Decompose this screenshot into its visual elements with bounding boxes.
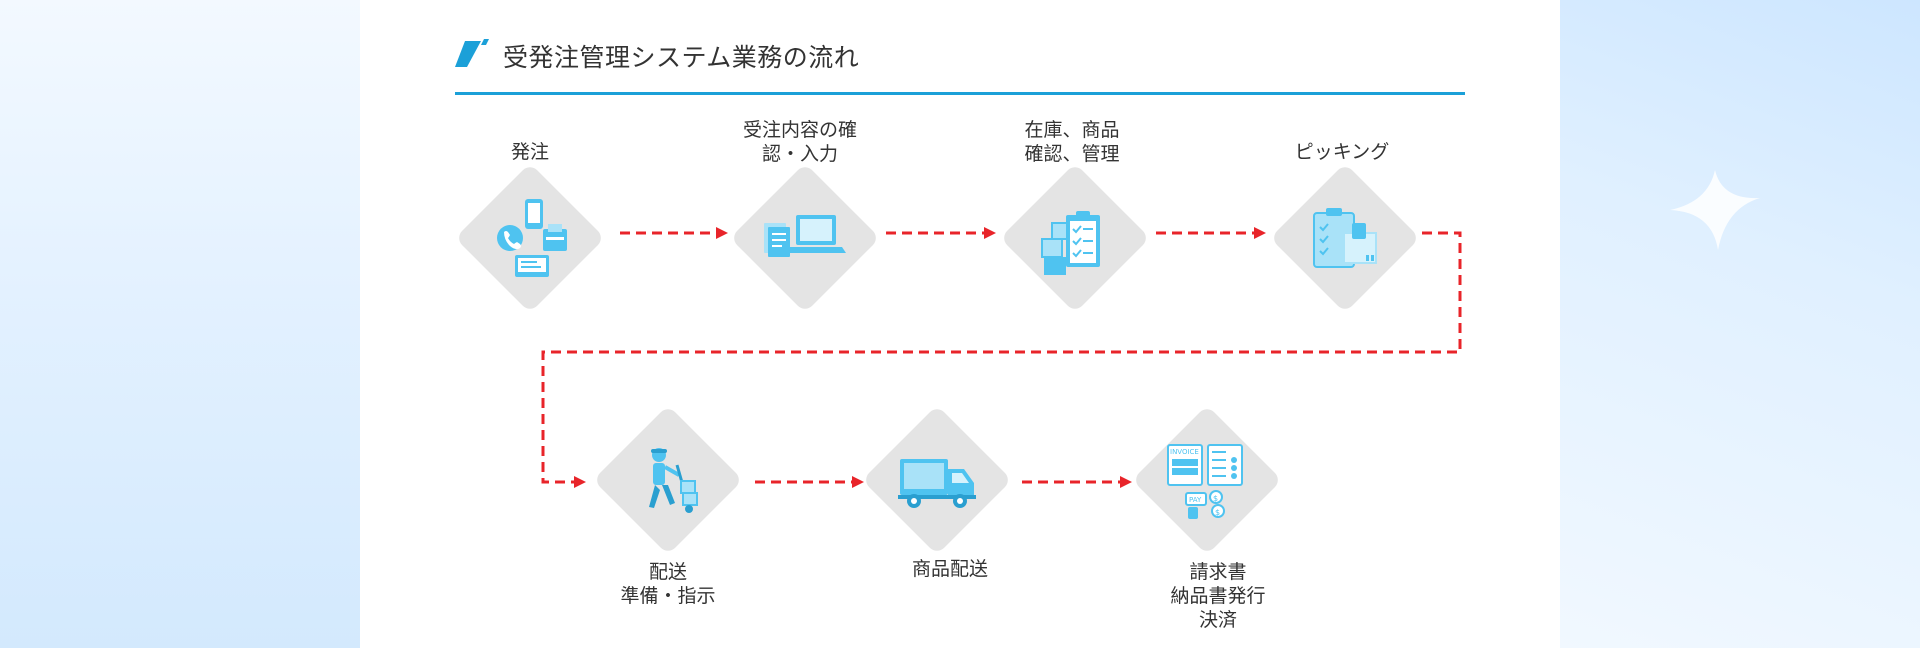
pay-icon-text: PAY [1189, 496, 1202, 504]
step-label-delivery-prep: 配送 準備・指示 [620, 561, 716, 607]
step-label-inventory: 在庫、商品 確認、管理 [1024, 119, 1120, 165]
step-label-shipping: 商品配送 [911, 558, 988, 580]
order-channels-icon [497, 199, 567, 277]
step-shipping [862, 405, 1012, 555]
sparkle-icon [1670, 170, 1760, 250]
title-mark-icon [455, 39, 489, 67]
documents-laptop-icon [764, 215, 846, 257]
background-left [0, 0, 360, 648]
arrowhead-5 [852, 476, 864, 488]
step-invoice: INVOICE PAY $ $ [1132, 405, 1282, 555]
page-title: 受発注管理システム業務の流れ [503, 43, 860, 72]
arrowhead-6 [1120, 476, 1132, 488]
arrowhead-1 [716, 227, 728, 239]
background-right [1560, 0, 1920, 648]
step-delivery-prep [593, 405, 743, 555]
title-divider [455, 92, 1465, 95]
step-label-entry: 受注内容の確 認・入力 [742, 119, 857, 165]
section-header: 受発注管理システム業務の流れ [455, 34, 1465, 74]
step-order [455, 163, 605, 313]
step-label-invoice: 請求書 納品書発行 決済 [1170, 561, 1266, 631]
step-label-order: 発注 [510, 141, 549, 163]
coin-icon-text-1: $ [1213, 494, 1218, 503]
inventory-checklist-icon [1041, 211, 1100, 275]
step-inventory [1000, 163, 1150, 313]
arrowhead-3 [1254, 227, 1266, 239]
content-panel: 受発注管理システム業務の流れ 発注 [360, 0, 1560, 648]
step-entry [730, 163, 880, 313]
flow-connectors [541, 227, 1462, 488]
coin-icon-text-2: $ [1215, 508, 1220, 517]
step-picking [1270, 163, 1420, 313]
arrowhead-4 [574, 476, 586, 488]
flow-arrow-4 [541, 231, 1462, 484]
hand-truck-worker-icon [649, 448, 698, 513]
arrowhead-2 [984, 227, 996, 239]
delivery-truck-icon [898, 459, 976, 508]
invoice-icon-text: INVOICE [1170, 448, 1199, 456]
invoice-payment-icon: INVOICE PAY $ $ [1167, 444, 1243, 519]
picking-clipboard-icon [1313, 208, 1377, 268]
step-label-picking: ピッキング [1294, 141, 1390, 163]
